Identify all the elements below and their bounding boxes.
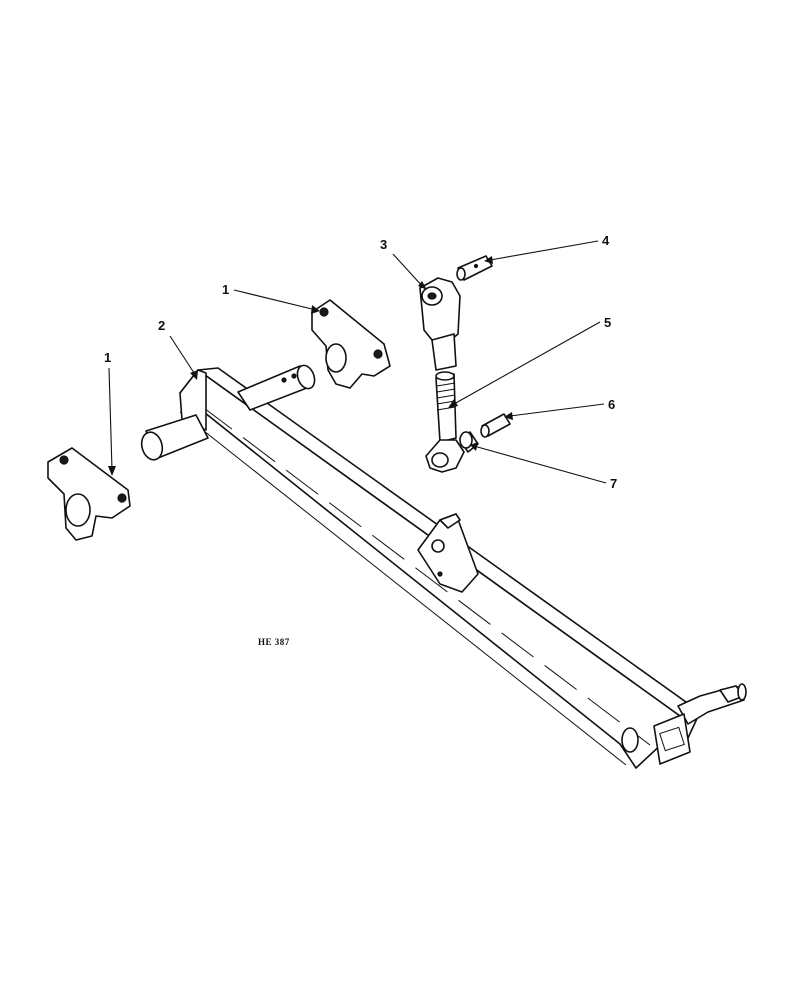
callout-4: 4 xyxy=(484,233,610,264)
callout-number: 1 xyxy=(222,282,229,297)
callout-number: 6 xyxy=(608,397,615,412)
clevis-yoke xyxy=(419,277,461,371)
callout-3: 3 xyxy=(380,237,427,290)
callout-number: 5 xyxy=(604,315,611,330)
callout-7: 7 xyxy=(470,442,617,491)
cotter-pin xyxy=(480,413,511,438)
callout-number: 7 xyxy=(610,476,617,491)
axle-steering-bracket xyxy=(417,513,479,593)
callout-number: 4 xyxy=(602,233,610,248)
pivot-bracket-left xyxy=(47,447,131,541)
tie-rod-end xyxy=(425,371,465,473)
callout-number: 1 xyxy=(104,350,111,365)
callout-2: 2 xyxy=(158,318,198,380)
callout-5: 5 xyxy=(448,315,611,408)
callout-6: 6 xyxy=(504,397,615,420)
figure-code: HE 387 xyxy=(258,637,290,647)
callout-number: 2 xyxy=(158,318,165,333)
axle-rear-pivot-pin xyxy=(237,364,316,411)
callout-1-left: 1 xyxy=(104,350,116,476)
callout-1-right: 1 xyxy=(222,282,320,314)
pivot-bracket-right xyxy=(311,299,391,389)
axle-left-stub-pin xyxy=(140,414,209,461)
callout-number: 3 xyxy=(380,237,387,252)
clevis-pin xyxy=(456,255,493,281)
axle-spindle xyxy=(621,683,747,765)
